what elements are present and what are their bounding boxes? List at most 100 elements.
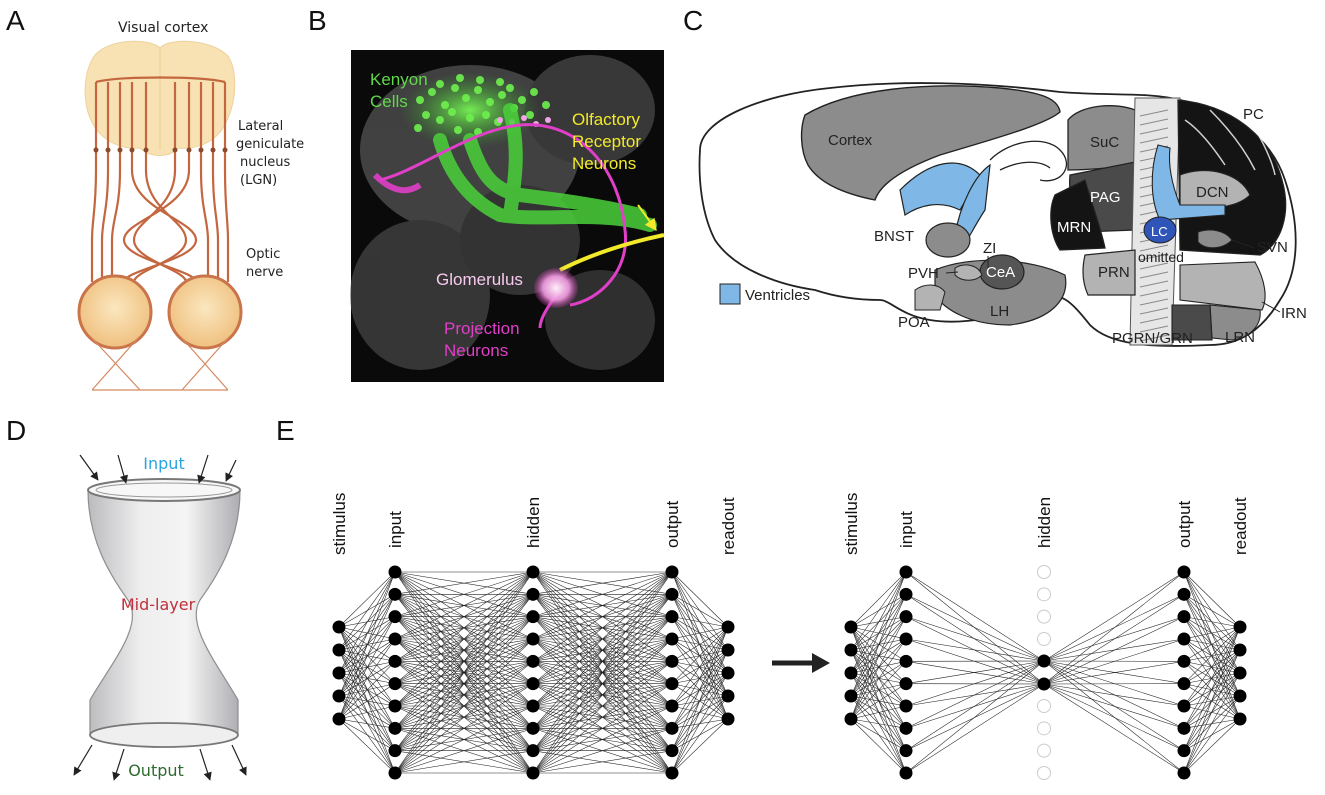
network-node bbox=[844, 620, 858, 634]
pn-bouton bbox=[545, 117, 551, 123]
kenyon-cell-body bbox=[506, 84, 514, 92]
hatch-line bbox=[1139, 325, 1169, 333]
network-edge bbox=[671, 718, 729, 774]
network-edge bbox=[671, 571, 729, 651]
network-edge bbox=[850, 626, 907, 640]
glomerulus-label: Glomerulus bbox=[436, 270, 523, 289]
network-edge bbox=[671, 683, 729, 720]
midlayer-label: Mid-layer bbox=[121, 595, 196, 614]
network-edge bbox=[850, 571, 907, 697]
network-node bbox=[1177, 744, 1191, 758]
network-node bbox=[721, 712, 735, 726]
kenyon-cell-body bbox=[496, 78, 504, 86]
network-edge bbox=[671, 705, 729, 720]
network-edge bbox=[1043, 660, 1185, 707]
network-node bbox=[1233, 620, 1247, 634]
network-node bbox=[332, 643, 346, 657]
network-edge bbox=[338, 718, 396, 729]
network-edge bbox=[1183, 594, 1241, 674]
network-edge bbox=[394, 571, 534, 617]
pn-label-line1: Projection bbox=[444, 319, 520, 338]
network-edge bbox=[1183, 571, 1241, 628]
bnst-region bbox=[925, 222, 971, 258]
network-edge bbox=[338, 626, 396, 662]
network-node bbox=[899, 744, 913, 758]
network-node bbox=[1177, 699, 1191, 713]
hatch-line bbox=[1139, 280, 1169, 288]
network-edge bbox=[850, 695, 907, 751]
network-edge bbox=[338, 705, 396, 720]
hourglass-bottom-rim bbox=[89, 722, 239, 748]
cortex-region bbox=[800, 85, 1061, 201]
network-edge bbox=[905, 616, 1045, 662]
hatch-line bbox=[1139, 298, 1169, 306]
network-edge bbox=[905, 594, 1045, 662]
network-node bbox=[388, 744, 402, 758]
network-edge bbox=[905, 683, 1045, 707]
network-node bbox=[388, 699, 402, 713]
orn-axon bbox=[559, 233, 665, 272]
network-edge bbox=[671, 594, 729, 651]
panel-d: D Input Mid-layer Output bbox=[6, 415, 247, 781]
network-edge bbox=[338, 626, 396, 684]
pgrn-label: PGRN/GRN bbox=[1112, 330, 1193, 347]
network-edge bbox=[1183, 718, 1241, 774]
network-edge bbox=[1043, 683, 1185, 774]
network-node bbox=[332, 712, 346, 726]
network-edge bbox=[850, 594, 907, 720]
network-edge bbox=[905, 660, 1045, 774]
network-edge bbox=[338, 672, 396, 729]
network-node bbox=[899, 677, 913, 691]
network-edge bbox=[532, 571, 673, 617]
network-edge bbox=[1183, 616, 1241, 697]
network-node bbox=[1177, 677, 1191, 691]
network-edge bbox=[394, 571, 534, 684]
network-node bbox=[526, 721, 540, 735]
network-node bbox=[332, 666, 346, 680]
network-edge bbox=[1183, 683, 1241, 720]
irn-label: IRN bbox=[1281, 305, 1307, 322]
pn-label-line2: Neurons bbox=[444, 341, 508, 360]
network-edge bbox=[394, 571, 534, 707]
network-edge bbox=[338, 718, 396, 774]
lgn-node bbox=[172, 147, 178, 153]
network-node bbox=[332, 689, 346, 703]
hatch-line bbox=[1139, 253, 1169, 261]
network-edge bbox=[394, 571, 534, 595]
network-edge bbox=[394, 705, 534, 774]
network-edge bbox=[1183, 672, 1241, 774]
omitted-hidden-node bbox=[1037, 743, 1051, 758]
network-edge bbox=[850, 626, 907, 707]
kenyon-cell-body bbox=[416, 96, 424, 104]
network-node bbox=[1177, 654, 1191, 668]
lgn-label-line2: geniculate bbox=[236, 137, 304, 152]
network-node bbox=[526, 699, 540, 713]
network-edge bbox=[905, 683, 1045, 774]
kenyon-cell-body bbox=[526, 111, 534, 119]
lgn-node bbox=[198, 147, 204, 153]
network-edge bbox=[1183, 594, 1241, 651]
network-node bbox=[899, 699, 913, 713]
hatch-line bbox=[1139, 244, 1169, 252]
output-label: Output bbox=[128, 761, 184, 780]
lgn-label-line3: nucleus bbox=[240, 155, 290, 170]
network-edge bbox=[671, 695, 729, 774]
optic-fiber bbox=[223, 81, 230, 282]
optic-fiber bbox=[211, 82, 220, 282]
network-node bbox=[388, 587, 402, 601]
orn-label-line3: Neurons bbox=[572, 154, 636, 173]
omitted-hidden-node bbox=[1037, 587, 1051, 602]
kenyon-cell-body bbox=[456, 74, 464, 82]
network-edge bbox=[338, 649, 396, 729]
input-arrow-3 bbox=[197, 454, 209, 484]
network-edge bbox=[1043, 616, 1185, 685]
network-edge bbox=[905, 594, 1045, 685]
kenyon-cell-body bbox=[476, 76, 484, 84]
network-edge bbox=[1043, 660, 1185, 774]
network-node bbox=[721, 689, 735, 703]
pc-label: PC bbox=[1243, 106, 1264, 123]
optic-fiber bbox=[199, 82, 210, 282]
network-node bbox=[1177, 632, 1191, 646]
hatch-line bbox=[1139, 289, 1169, 297]
network-node bbox=[526, 677, 540, 691]
